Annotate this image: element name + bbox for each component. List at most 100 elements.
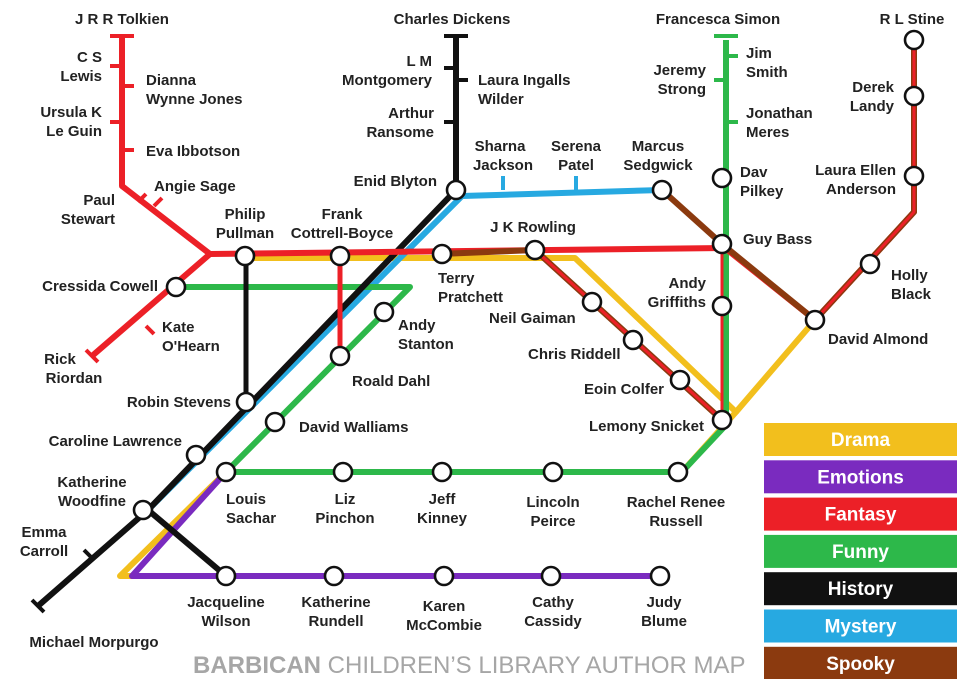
station-pilkey[interactable] (711, 167, 733, 189)
label-stine: R L Stine (880, 11, 945, 28)
station-blyton[interactable] (445, 179, 467, 201)
history-tick-6 (82, 548, 94, 560)
station-sedgwick[interactable] (651, 179, 673, 201)
history-line-branch (146, 507, 228, 579)
fantasy-tick-7 (136, 192, 148, 204)
fantasy-tick-6 (152, 196, 164, 208)
legend-swatch-drama (764, 423, 957, 456)
station-cassidy[interactable] (540, 565, 562, 587)
emotions-line (129, 469, 660, 579)
label-riddell: Chris Riddell (528, 346, 621, 363)
station-woodfine[interactable] (132, 499, 154, 521)
legend-label-spooky: Spooky (826, 654, 895, 675)
map-title-bold: BARBICAN (193, 652, 321, 679)
station-pratchett[interactable] (431, 243, 453, 265)
station-russell[interactable] (667, 461, 689, 483)
station-sachar[interactable] (215, 461, 237, 483)
stations (132, 29, 925, 587)
station-pullman[interactable] (234, 245, 256, 267)
spooky-line-almond (720, 241, 817, 323)
legend-label-fantasy: Fantasy (825, 505, 897, 526)
station-colfer[interactable] (669, 369, 691, 391)
spooky-line-sedgwick (659, 187, 725, 247)
map-title-rest: CHILDREN’S LIBRARY AUTHOR MAP (321, 652, 746, 679)
legend-label-mystery: Mystery (825, 617, 897, 638)
station-landy[interactable] (903, 85, 925, 107)
label-snicket: Lemony Snicket (589, 418, 704, 435)
station-anderson[interactable] (903, 165, 925, 187)
station-gaiman[interactable] (581, 291, 603, 313)
station-mccombie[interactable] (433, 565, 455, 587)
station-stine[interactable] (903, 29, 925, 51)
label-almond: David Almond (828, 331, 928, 348)
label-walliams: David Walliams (299, 419, 408, 436)
station-snicket[interactable] (711, 409, 733, 431)
label-colfer: Eoin Colfer (584, 381, 664, 398)
genre-legend: DramaEmotionsFantasyFunnyHistoryMysteryS… (764, 423, 957, 679)
fantasy-tick-9 (84, 348, 100, 364)
station-dahl[interactable] (329, 345, 351, 367)
station-stanton[interactable] (373, 301, 395, 323)
drama-line-upper (117, 255, 739, 579)
label-rowling: J K Rowling (490, 219, 576, 236)
label-cowell: Cressida Cowell (42, 278, 158, 295)
station-bass[interactable] (711, 233, 733, 255)
funny-line-main (176, 40, 729, 475)
label-blyton: Enid Blyton (354, 173, 437, 190)
legend-label-drama: Drama (831, 430, 891, 451)
label-gaiman: Neil Gaiman (489, 310, 576, 327)
station-cowell[interactable] (165, 276, 187, 298)
station-kinney[interactable] (431, 461, 453, 483)
station-pinchon[interactable] (332, 461, 354, 483)
station-peirce[interactable] (542, 461, 564, 483)
label-ibbotson: Eva Ibbotson (146, 143, 240, 160)
station-walliams[interactable] (264, 411, 286, 433)
station-blume[interactable] (649, 565, 671, 587)
station-griffiths[interactable] (711, 295, 733, 317)
legend-label-history: History (828, 579, 894, 600)
station-black[interactable] (859, 253, 881, 275)
station-lawrence[interactable] (185, 444, 207, 466)
history-tick-5 (30, 598, 46, 614)
legend-label-emotions: Emotions (817, 467, 904, 488)
station-wilson[interactable] (215, 565, 237, 587)
station-almond[interactable] (804, 309, 826, 331)
station-stevens[interactable] (235, 391, 257, 413)
map-title: BARBICAN CHILDREN’S LIBRARY AUTHOR MAP (193, 652, 746, 679)
station-boyce[interactable] (329, 245, 351, 267)
station-riddell[interactable] (622, 329, 644, 351)
station-rundell[interactable] (323, 565, 345, 587)
label-dahl: Roald Dahl (352, 373, 430, 390)
drama-line-right (733, 318, 818, 414)
fantasy-line-branch (90, 251, 212, 359)
label-tolkien: J R R Tolkien (75, 11, 169, 28)
station-rowling[interactable] (524, 239, 546, 261)
